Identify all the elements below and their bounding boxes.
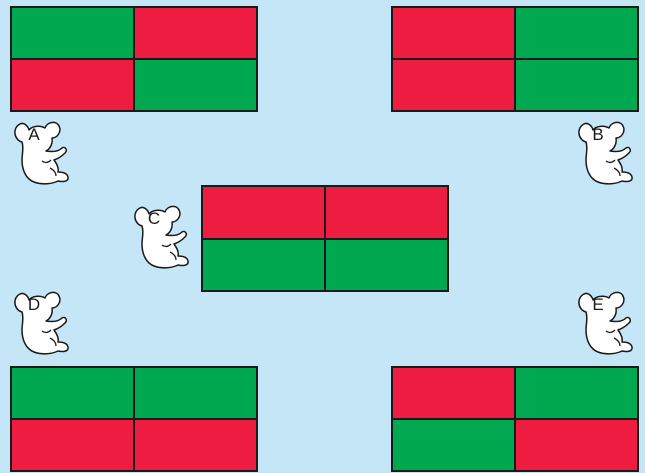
koala-a-label: A (28, 125, 40, 144)
koala-e: E (576, 288, 638, 360)
koala-a: A (12, 118, 74, 190)
grid-e-cell-bottom-left (393, 420, 514, 470)
color-grid-d (10, 366, 258, 472)
koala-b-label: B (592, 125, 603, 144)
koala-icon: E (576, 288, 638, 360)
grid-d-cell-bottom-left (12, 420, 133, 470)
koala-icon: D (12, 288, 74, 360)
grid-b-cell-top-right (516, 8, 637, 58)
color-grid-a (10, 6, 258, 112)
koala-icon: B (576, 118, 638, 190)
grid-d-cell-top-left (12, 368, 133, 418)
koala-icon: C (132, 202, 194, 274)
koala-d: D (12, 288, 74, 360)
grid-c-cell-top-right (326, 187, 447, 238)
grid-a-cell-top-right (135, 8, 256, 58)
grid-d-cell-top-right (135, 368, 256, 418)
grid-b-cell-top-left (393, 8, 514, 58)
koala-b: B (576, 118, 638, 190)
color-grid-c (201, 185, 449, 292)
grid-a-cell-bottom-left (12, 60, 133, 110)
grid-e-cell-top-right (516, 368, 637, 418)
grid-c-cell-bottom-right (326, 240, 447, 291)
koala-c: C (132, 202, 194, 274)
grid-b-cell-bottom-right (516, 60, 637, 110)
grid-c-cell-bottom-left (203, 240, 324, 291)
grid-d-cell-bottom-right (135, 420, 256, 470)
koala-icon: A (12, 118, 74, 190)
color-grid-e (391, 366, 639, 472)
color-grid-b (391, 6, 639, 112)
grid-e-cell-top-left (393, 368, 514, 418)
grid-e-cell-bottom-right (516, 420, 637, 470)
koala-c-label: C (148, 209, 160, 228)
grid-a-cell-top-left (12, 8, 133, 58)
koala-d-label: D (28, 295, 40, 314)
grid-a-cell-bottom-right (135, 60, 256, 110)
grid-b-cell-bottom-left (393, 60, 514, 110)
koala-e-label: E (592, 295, 603, 314)
grid-c-cell-top-left (203, 187, 324, 238)
